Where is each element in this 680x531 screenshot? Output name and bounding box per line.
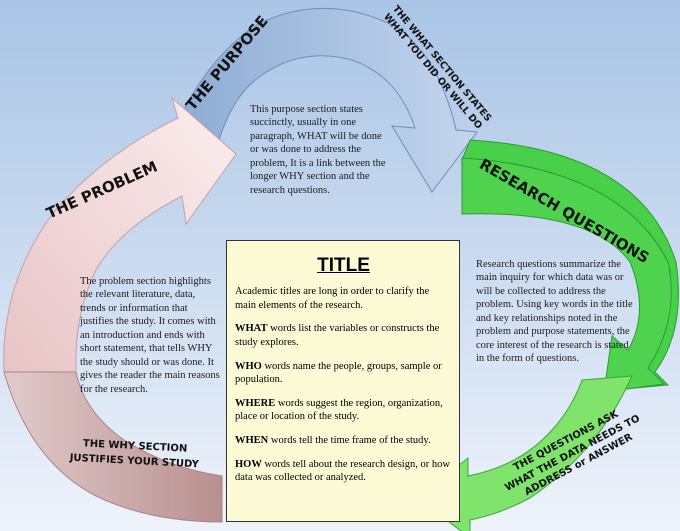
title-heading: TITLE xyxy=(317,255,370,276)
problem-text: The problem section highlights the relev… xyxy=(80,276,220,395)
problem-arrow xyxy=(3,96,237,373)
questions-arrow xyxy=(417,375,633,531)
title-intro: Academic titles are long in order to cla… xyxy=(235,286,430,311)
title-item-what: WHAT words list the variables or constru… xyxy=(235,323,440,348)
title-item-who: WHO words name the people, groups, sampl… xyxy=(235,360,442,386)
title-item-when: WHEN words tell the time frame of the st… xyxy=(235,435,431,447)
research-arrow-body xyxy=(461,157,672,393)
research-questions-text: Research questions summarize the main in… xyxy=(476,259,633,365)
why-arrow xyxy=(3,371,223,523)
purpose-arrow xyxy=(161,7,478,193)
title-item-how: HOW words tell about the research design… xyxy=(235,458,450,484)
title-item-where: WHERE words suggest the region, organiza… xyxy=(235,397,443,423)
title-box: TITLE Academic titles are long in order … xyxy=(226,240,460,522)
purpose-text: This purpose section states succinctly, … xyxy=(250,104,386,196)
